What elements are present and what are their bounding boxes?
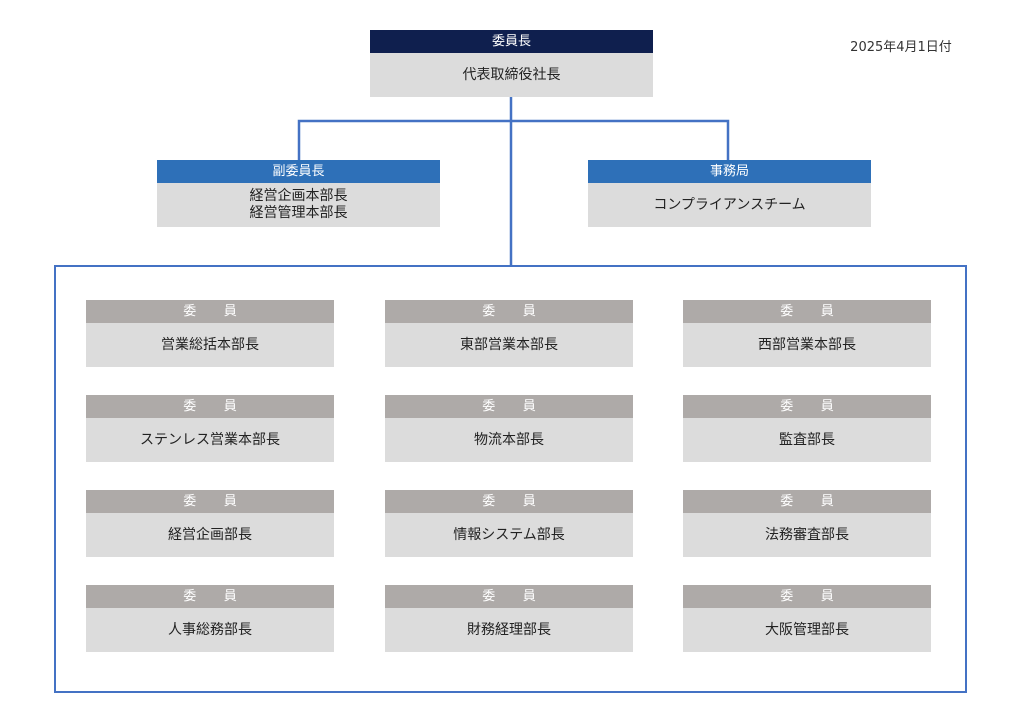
member-box: 委 員 人事総務部長: [86, 585, 334, 652]
member-box: 委 員 ステンレス営業本部長: [86, 395, 334, 462]
vice-chair-title-2: 経営管理本部長: [249, 205, 348, 221]
member-box: 委 員 東部営業本部長: [385, 300, 633, 367]
member-title: 物流本部長: [474, 431, 544, 448]
member-role: 委 員: [385, 300, 633, 323]
member-role: 委 員: [86, 585, 334, 608]
member-title: 西部営業本部長: [758, 336, 856, 353]
vice-chair-box: 副委員長 経営企画本部長 経営管理本部長: [157, 160, 440, 227]
member-role: 委 員: [385, 585, 633, 608]
member-box: 委 員 情報システム部長: [385, 490, 633, 557]
member-role: 委 員: [683, 300, 931, 323]
chair-title: 代表取締役社長: [462, 66, 561, 83]
member-role: 委 員: [683, 585, 931, 608]
member-role: 委 員: [385, 490, 633, 513]
member-title: 法務審査部長: [765, 526, 849, 543]
secretariat-title: コンプライアンスチーム: [653, 196, 806, 213]
member-box: 委 員 西部営業本部長: [683, 300, 931, 367]
member-title: 監査部長: [779, 431, 835, 448]
member-role: 委 員: [86, 300, 334, 323]
member-title: 営業総括本部長: [161, 336, 259, 353]
secretariat-role: 事務局: [588, 160, 871, 183]
member-role: 委 員: [86, 490, 334, 513]
member-role: 委 員: [385, 395, 633, 418]
member-box: 委 員 財務経理部長: [385, 585, 633, 652]
member-title: 大阪管理部長: [765, 621, 849, 638]
member-role: 委 員: [683, 490, 931, 513]
committee-members-frame: [54, 265, 967, 693]
member-box: 委 員 経営企画部長: [86, 490, 334, 557]
vice-chair-title-1: 経営企画本部長: [249, 188, 348, 204]
vice-chair-role: 副委員長: [157, 160, 440, 183]
branch-line: [297, 119, 730, 160]
member-title: 東部営業本部長: [460, 336, 558, 353]
date-label: 2025年4月1日付: [850, 40, 952, 55]
member-role: 委 員: [683, 395, 931, 418]
member-box: 委 員 法務審査部長: [683, 490, 931, 557]
chair-box: 委員長 代表取締役社長: [370, 30, 653, 97]
member-title: 情報システム部長: [453, 526, 565, 543]
member-box: 委 員 物流本部長: [385, 395, 633, 462]
member-role: 委 員: [86, 395, 334, 418]
member-box: 委 員 営業総括本部長: [86, 300, 334, 367]
member-title: 財務経理部長: [467, 621, 551, 638]
member-box: 委 員 大阪管理部長: [683, 585, 931, 652]
member-title: 経営企画部長: [168, 526, 252, 543]
member-title: ステンレス営業本部長: [140, 431, 280, 448]
chair-role: 委員長: [370, 30, 653, 53]
secretariat-box: 事務局 コンプライアンスチーム: [588, 160, 871, 227]
member-box: 委 員 監査部長: [683, 395, 931, 462]
member-title: 人事総務部長: [168, 621, 252, 638]
